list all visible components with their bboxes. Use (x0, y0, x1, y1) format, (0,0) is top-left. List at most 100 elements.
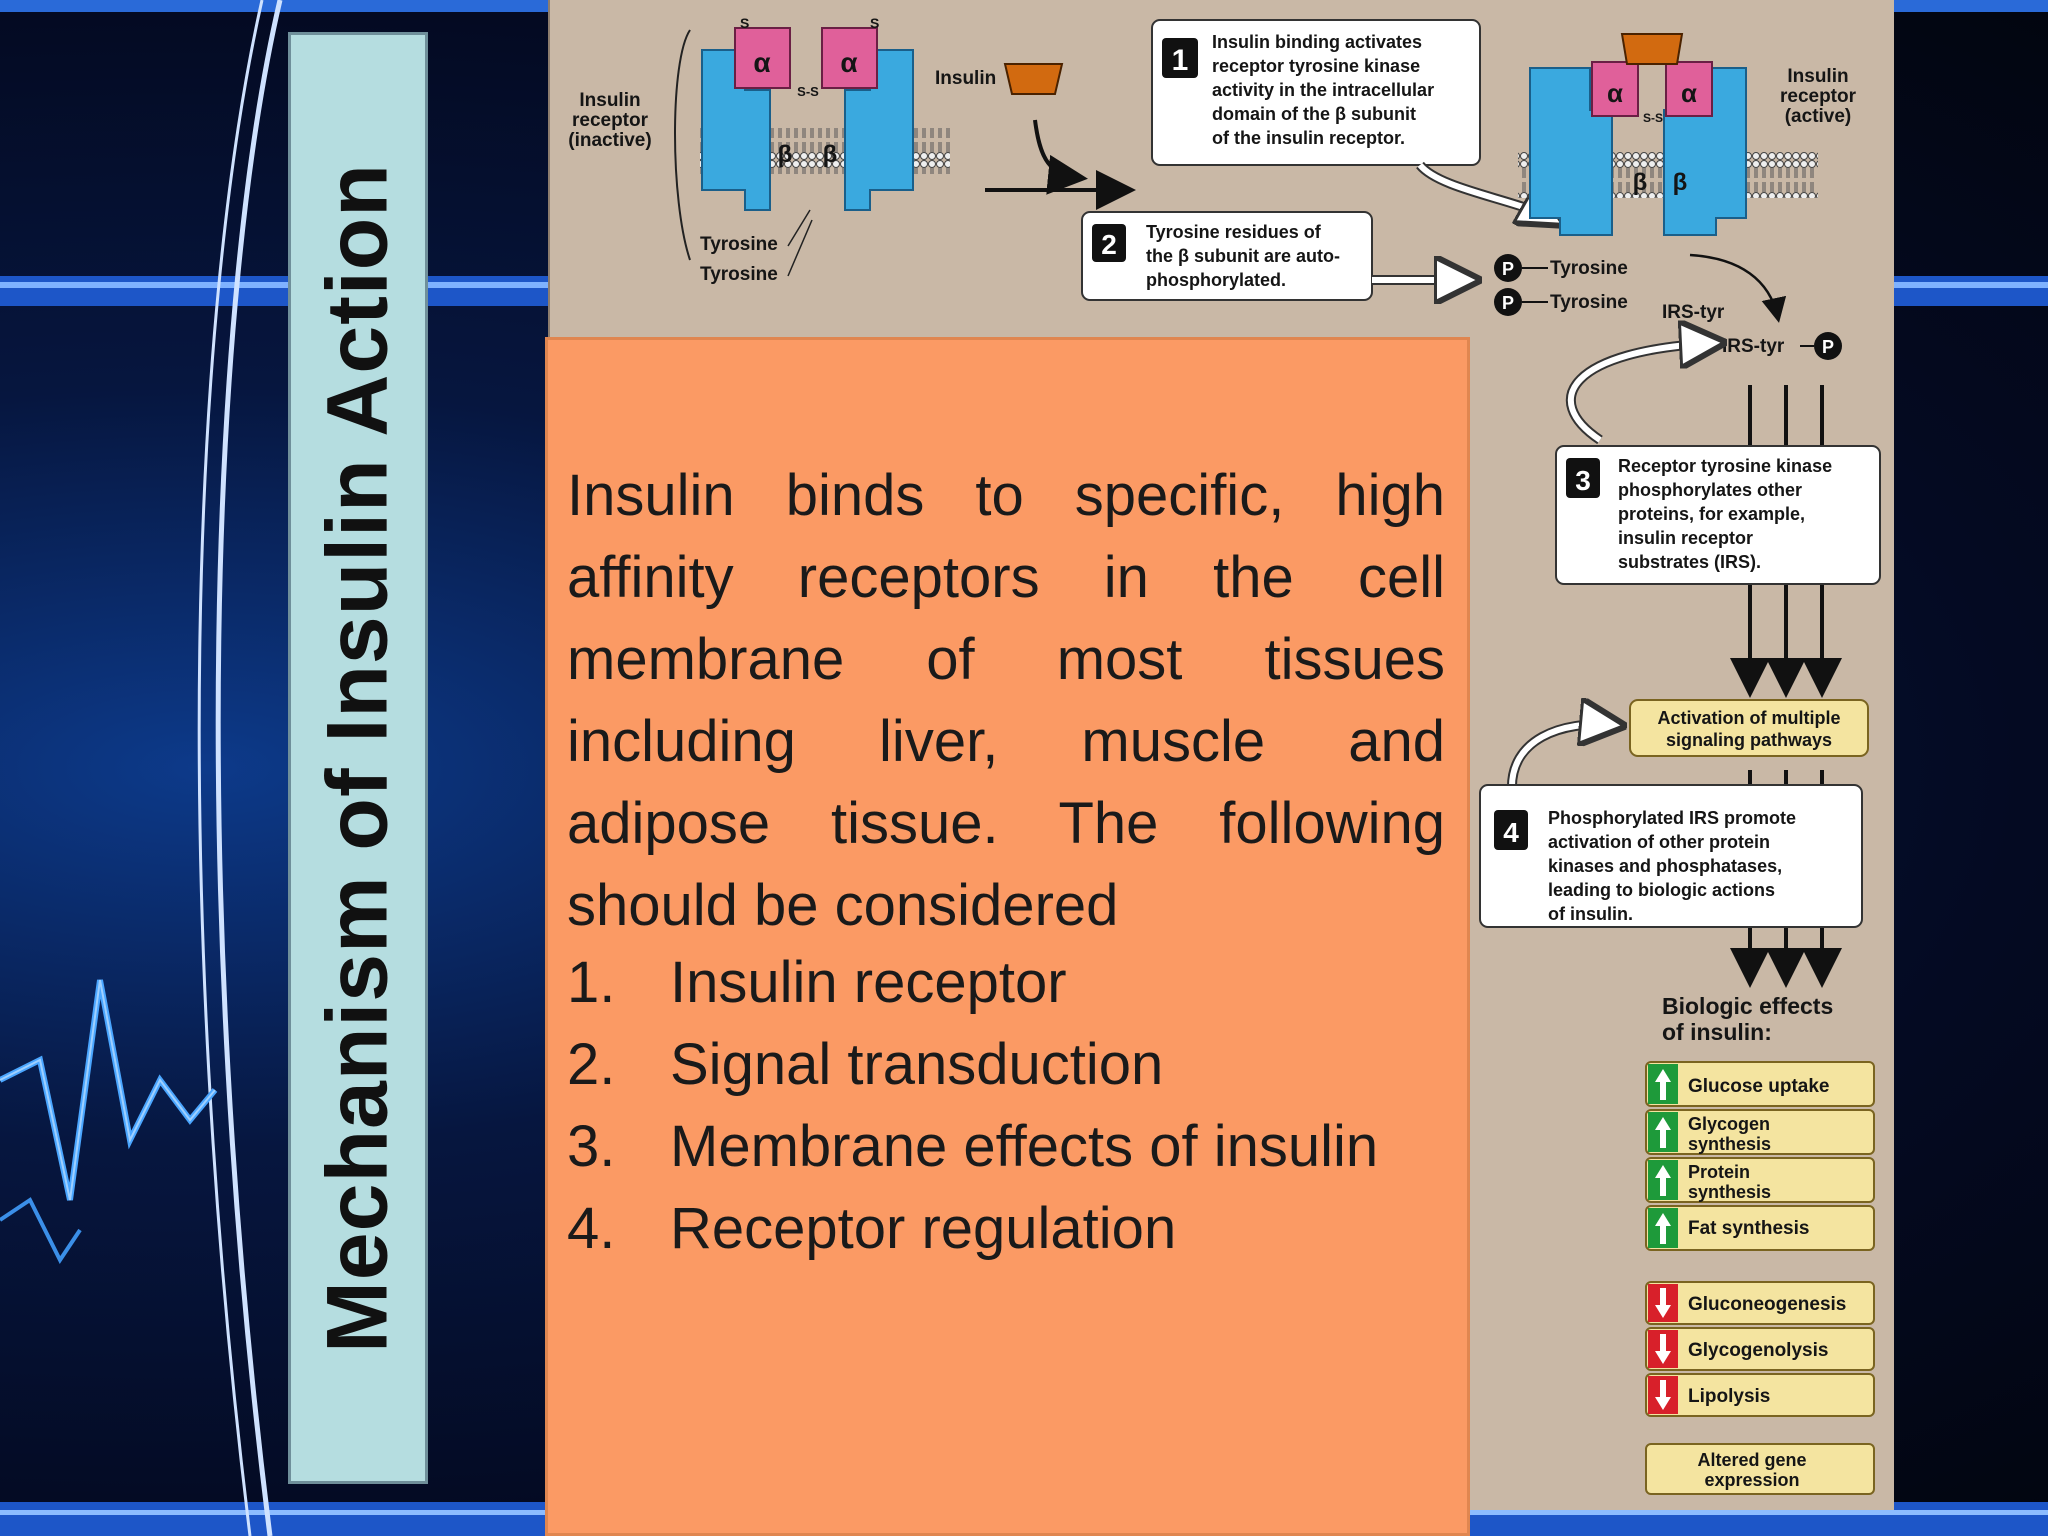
effect-altered-gene-expression: Altered gene expression (1645, 1443, 1875, 1495)
step-3-line-2: phosphorylates other (1618, 480, 1802, 500)
receptor-inactive-label-1: Insulin (579, 90, 640, 111)
receptor-inactive-label-3: (inactive) (568, 130, 651, 151)
ss-bond-label: S-S (797, 84, 819, 99)
step-3-callout: 3 Receptor tyrosine kinase phosphorylate… (1555, 445, 1881, 585)
effect-glycogenolysis: Glycogenolysis (1645, 1327, 1875, 1371)
intro-paragraph: Insulin binds to specific, high affinity… (567, 463, 1445, 938)
effect-label-2: synthesis (1688, 1182, 1771, 1202)
list-number: 4. (567, 1196, 616, 1261)
list-number: 1. (567, 950, 616, 1015)
step-1-line-4: domain of the β subunit (1212, 104, 1416, 124)
tyrosine-label-1: Tyrosine (700, 234, 778, 255)
text-panel (545, 337, 1470, 1536)
irs-tyr-label: IRS-tyr (1662, 302, 1725, 323)
ss-bond-label: S-S (1643, 111, 1663, 125)
gene-line-2: expression (1704, 1470, 1799, 1490)
beta-label-2: β (823, 141, 838, 168)
alpha-label-2: α (840, 47, 857, 78)
step-4-callout: 4 Phosphorylated IRS promote activation … (1479, 724, 1863, 928)
activation-line-2: signaling pathways (1666, 730, 1832, 750)
beta-subunit-left (1529, 67, 1613, 236)
step-1-line-5: of the insulin receptor. (1212, 128, 1405, 148)
effect-fat-synthesis: Fat synthesis (1645, 1205, 1875, 1251)
s-label: S (740, 15, 749, 31)
step-4-line-4: leading to biologic actions (1548, 880, 1775, 900)
beta-label-1: β (778, 141, 793, 168)
step-2-number: 2 (1101, 229, 1117, 260)
effect-label-2: synthesis (1688, 1134, 1771, 1154)
step-4-line-3: kinases and phosphatases, (1548, 856, 1782, 876)
step-3-line-3: proteins, for example, (1618, 504, 1805, 524)
effect-label-1: Glycogen (1688, 1114, 1770, 1134)
p-tyrosine-1: Tyrosine (1550, 258, 1628, 279)
effect-lipolysis: Lipolysis (1645, 1373, 1875, 1417)
step-2-line-1: Tyrosine residues of (1146, 222, 1322, 242)
effect-glucose-uptake: Glucose uptake (1645, 1061, 1875, 1107)
list-number: 3. (567, 1114, 616, 1179)
step-3-line-1: Receptor tyrosine kinase (1618, 456, 1832, 476)
receptor-active-label-2: receptor (1780, 86, 1857, 107)
effect-label-1: Protein (1688, 1162, 1750, 1182)
list-text: Membrane effects of insulin (670, 1114, 1379, 1179)
p-tyrosine-2: Tyrosine (1550, 292, 1628, 313)
receptor-active-label-3: (active) (1785, 106, 1852, 127)
title-box (288, 32, 428, 1484)
beta-label-3: β (1633, 169, 1648, 196)
activation-box: Activation of multiple signaling pathway… (1629, 699, 1869, 757)
alpha-label-4: α (1681, 78, 1697, 108)
step-2-line-2: the β subunit are auto- (1146, 246, 1340, 266)
effect-label: Glycogenolysis (1688, 1340, 1828, 1361)
step-4-line-2: activation of other protein (1548, 832, 1770, 852)
gene-line-1: Altered gene (1697, 1450, 1806, 1470)
receptor-inactive-label-2: receptor (572, 110, 649, 131)
effect-label: Lipolysis (1688, 1386, 1770, 1407)
step-4-line-5: of insulin. (1548, 904, 1633, 924)
effect-label: Fat synthesis (1688, 1218, 1809, 1239)
list-text: Receptor regulation (670, 1196, 1177, 1261)
receptor-active-label-1: Insulin (1787, 66, 1848, 87)
s-label: S (870, 15, 879, 31)
bio-effects-title-2: of insulin: (1662, 1019, 1772, 1045)
step-1-line-1: Insulin binding activates (1212, 32, 1422, 52)
considerations-list: 1. Insulin receptor 2. Signal transducti… (567, 942, 1445, 1270)
phosphate-2: P (1502, 293, 1514, 313)
receptor-active: α α β β S-S Insulin receptor (active) P … (1494, 33, 1857, 445)
list-item: 1. Insulin receptor (567, 942, 1445, 1024)
step-1-line-3: activity in the intracellular (1212, 80, 1434, 100)
activation-line-1: Activation of multiple (1657, 708, 1840, 728)
bio-effects-title-1: Biologic effects (1662, 993, 1833, 1019)
alpha-label-1: α (753, 47, 770, 78)
insulin-molecule-bound (1620, 33, 1684, 65)
step-2-line-3: phosphorylated. (1146, 270, 1286, 290)
phosphate-3: P (1822, 337, 1834, 357)
insulin-molecule (1003, 63, 1064, 95)
step-1-number: 1 (1172, 44, 1189, 77)
effect-glycogen-synthesis: Glycogen synthesis (1645, 1109, 1875, 1155)
step-1-callout: 1 Insulin binding activates receptor tyr… (1151, 19, 1555, 220)
step-1-line-2: receptor tyrosine kinase (1212, 56, 1420, 76)
tyrosine-label-2: Tyrosine (700, 264, 778, 285)
list-item: 2. Signal transduction (567, 1024, 1445, 1106)
insulin-signaling-diagram: Insulin receptor (inactive) α α β β S S … (568, 15, 1881, 1495)
list-text: Signal transduction (670, 1032, 1164, 1097)
effect-label: Glucose uptake (1688, 1076, 1830, 1097)
slide-title: Mechanism of Insulin Action (309, 163, 406, 1353)
irs-tyr-p-label: IRS-tyr (1722, 336, 1785, 357)
step-4-line-1: Phosphorylated IRS promote (1548, 808, 1796, 828)
step-3-line-4: insulin receptor (1618, 528, 1753, 548)
step-4-number: 4 (1503, 817, 1519, 848)
step-3-number: 3 (1575, 465, 1591, 496)
effect-protein-synthesis: Protein synthesis (1645, 1157, 1875, 1203)
list-item: 4. Receptor regulation (567, 1188, 1445, 1270)
alpha-subunit-left (734, 27, 791, 89)
step-2-callout: 2 Tyrosine residues of the β subunit are… (1081, 211, 1470, 300)
list-number: 2. (567, 1032, 616, 1097)
effect-gluconeogenesis: Gluconeogenesis (1645, 1281, 1875, 1325)
phosphate-1: P (1502, 259, 1514, 279)
list-item: 3. Membrane effects of insulin (567, 1106, 1445, 1188)
effect-label: Gluconeogenesis (1688, 1294, 1846, 1315)
insulin-label: Insulin (935, 68, 996, 89)
step-3-line-5: substrates (IRS). (1618, 552, 1761, 572)
alpha-subunit-right (821, 27, 878, 89)
